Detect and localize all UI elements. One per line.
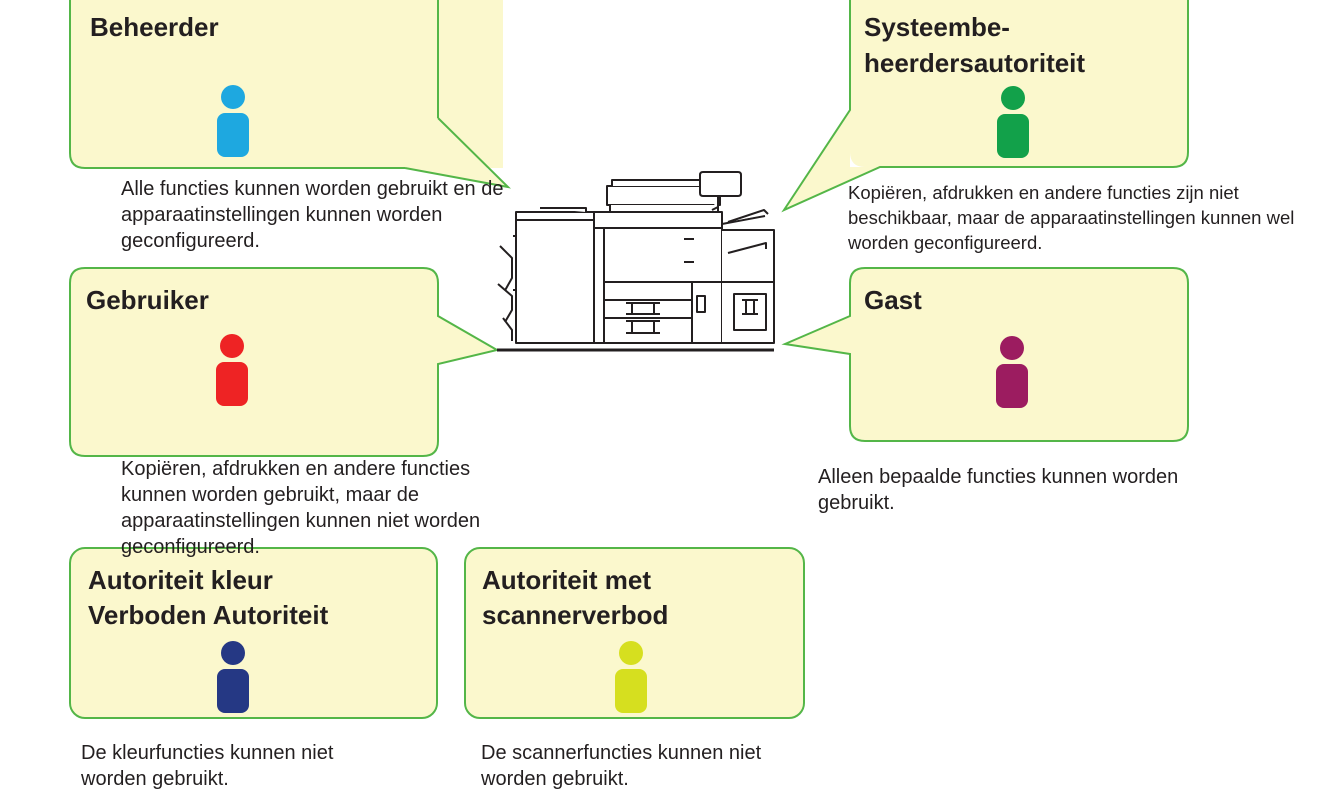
description-beheerder: Alle functies kunnen worden gebruikt en … xyxy=(121,178,504,252)
description-gebruiker: Kopiëren, afdrukken en andere functies k… xyxy=(121,458,481,558)
description-systeembeheerder: Kopiëren, afdrukken en andere functies z… xyxy=(848,182,1295,253)
title-beheerder: Beheerder xyxy=(90,12,219,42)
description-scannerverbod: De scannerfuncties kunnen niet worden ge… xyxy=(481,742,762,790)
title-gebruiker: Gebruiker xyxy=(86,285,209,315)
title-kleur-verboden-line2: Verboden Autoriteit xyxy=(88,600,329,630)
title-systeembeheerder-line1: Systeembe- xyxy=(864,12,1010,42)
person-beheerder-icon xyxy=(217,85,249,157)
title-scannerverbod-line1: Autoriteit met xyxy=(482,565,651,595)
bubble-gast xyxy=(781,267,1189,442)
description-kleur-verboden: De kleurfuncties kunnen niet worden gebr… xyxy=(81,742,334,790)
person-gast-icon xyxy=(996,336,1028,408)
bubble-gebruiker xyxy=(69,267,500,457)
title-scannerverbod-line2: scannerverbod xyxy=(482,600,668,630)
person-systeembeheerder-icon xyxy=(997,86,1029,158)
title-gast: Gast xyxy=(864,285,922,315)
person-gebruiker-icon xyxy=(216,334,248,406)
multifunction-printer-icon xyxy=(497,171,775,352)
title-kleur-verboden-line1: Autoriteit kleur xyxy=(88,565,273,595)
bubble-scannerverbod xyxy=(464,547,805,719)
bubble-beheerder xyxy=(69,0,512,189)
description-gast: Alleen bepaalde functies kunnen worden g… xyxy=(818,466,1179,514)
person-kleur-verboden-icon xyxy=(217,641,249,713)
bubble-systeembeheerder xyxy=(781,0,1189,213)
person-scannerverbod-icon xyxy=(615,641,647,713)
bubble-kleur-verboden xyxy=(69,547,438,719)
title-systeembeheerder-line2: heerdersautoriteit xyxy=(864,48,1085,78)
